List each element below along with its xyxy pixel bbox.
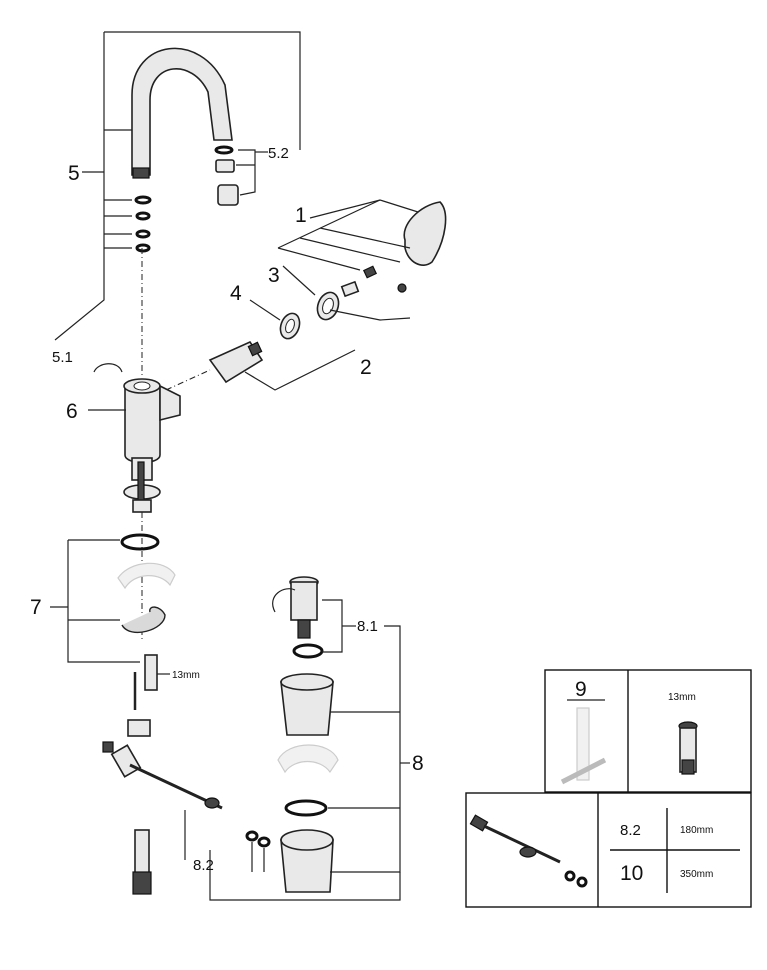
wrench-tool — [560, 707, 607, 785]
socket-tool — [678, 721, 698, 775]
hose-table-frame — [465, 792, 752, 908]
callout-5-1: 5.1 — [52, 349, 73, 366]
tool-box-frame — [544, 669, 752, 793]
callout-3: 3 — [268, 264, 280, 287]
pop-up-waste — [272, 576, 339, 893]
flexible-hose — [132, 829, 152, 895]
callout-6: 6 — [66, 400, 78, 423]
callout-7-size: 13mm — [172, 670, 200, 681]
callout-5-2: 5.2 — [268, 145, 289, 162]
hose-row-1-item: 8.2 — [620, 822, 641, 839]
hose-row-2-item: 10 — [620, 862, 643, 885]
callout-7: 7 — [30, 596, 42, 619]
lever-handle — [362, 201, 447, 293]
callout-5: 5 — [68, 162, 80, 185]
aerator — [214, 145, 239, 206]
spout-clip — [93, 363, 123, 373]
hose-assembly — [469, 814, 588, 888]
spout-seals — [134, 195, 152, 253]
spindle-extension — [340, 280, 360, 298]
callout-8: 8 — [412, 752, 424, 775]
mixer-body — [123, 378, 181, 513]
hose-row-1-length: 180mm — [680, 825, 713, 836]
drain-linkage — [102, 719, 271, 848]
callout-8-1: 8.1 — [357, 618, 378, 635]
cartridge-ring — [279, 312, 301, 340]
tool-size: 13mm — [668, 692, 696, 703]
cartridge — [208, 340, 264, 384]
tool-number: 9 — [575, 678, 587, 701]
hose-row-2-length: 350mm — [680, 869, 713, 880]
bonnet-nut — [316, 291, 340, 321]
callout-2: 2 — [360, 356, 372, 379]
callout-1: 1 — [295, 204, 307, 227]
mounting-set — [117, 533, 176, 710]
spout — [131, 47, 233, 179]
callout-8-2: 8.2 — [193, 857, 214, 874]
callout-4: 4 — [230, 282, 242, 305]
